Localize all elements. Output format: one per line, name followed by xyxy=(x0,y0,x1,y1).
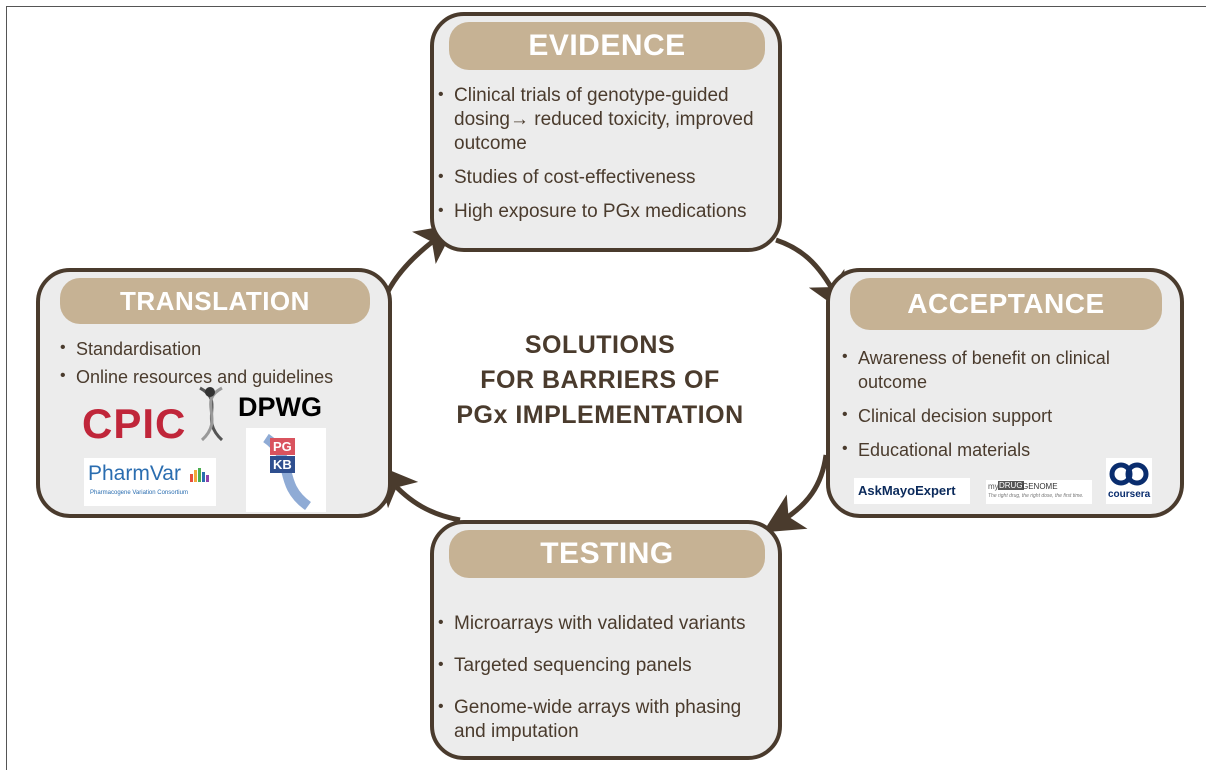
pgkb-top-text: PG xyxy=(270,438,295,455)
acceptance-item: Clinical decision support xyxy=(842,403,1178,428)
arrow-acceptance-to-testing xyxy=(762,454,829,533)
evidence-item: High exposure to PGx medications xyxy=(438,199,778,224)
evidence-list: Clinical trials of genotype-guided dosin… xyxy=(438,83,778,234)
pharmvar-subtitle: Pharmacogene Variation Consortium xyxy=(90,490,188,496)
arrow-translation-to-evidence xyxy=(381,224,457,301)
evidence-title: EVIDENCE xyxy=(449,22,765,70)
center-title-line2: FOR BARRIERS OF xyxy=(480,366,720,394)
translation-box: TRANSLATION Standardisation Online resou… xyxy=(36,268,392,518)
mydruggenome-tagline: The right drug, the right dose, the firs… xyxy=(988,493,1084,499)
testing-item: Targeted sequencing panels xyxy=(438,653,778,678)
pharmvar-logo: PharmVar Pharmacogene Variation Consorti… xyxy=(84,458,216,506)
evidence-box: EVIDENCE Clinical trials of genotype-gui… xyxy=(430,12,782,252)
cpic-logo-text: CPIC xyxy=(82,400,187,447)
mydruggenome-drug: DRUG xyxy=(998,481,1024,490)
testing-box: TESTING Microarrays with validated varia… xyxy=(430,520,782,760)
figure-frame xyxy=(6,6,1206,770)
testing-title: TESTING xyxy=(449,530,765,578)
testing-item: Microarrays with validated variants xyxy=(438,611,778,636)
translation-item: Standardisation xyxy=(60,337,390,360)
translation-title: TRANSLATION xyxy=(60,278,370,324)
coursera-icon xyxy=(1109,462,1149,486)
dpwg-logo: DPWG xyxy=(238,392,322,422)
arrow-evidence-to-acceptance xyxy=(775,237,846,314)
acceptance-title: ACCEPTANCE xyxy=(850,278,1162,330)
evidence-item: Clinical trials of genotype-guided dosin… xyxy=(438,83,778,156)
pgkb-bottom-text: KB xyxy=(270,456,295,473)
acceptance-list: Awareness of benefit on clinical outcome… xyxy=(842,345,1178,472)
center-title-line3: PGx IMPLEMENTATION xyxy=(456,401,744,429)
acceptance-item: Educational materials xyxy=(842,437,1178,462)
mydruggenome-genome: GENOME xyxy=(1022,482,1058,491)
testing-list: Microarrays with validated variants Targ… xyxy=(438,611,778,754)
testing-item: Genome-wide arrays with phasing and impu… xyxy=(438,695,778,744)
mydruggenome-my: my xyxy=(988,482,999,491)
arrow-testing-to-translation xyxy=(376,464,461,523)
acceptance-item: Awareness of benefit on clinical outcome xyxy=(842,345,1178,394)
pgkb-logo: PG KB xyxy=(246,428,326,512)
evidence-item: Studies of cost-effectiveness xyxy=(438,165,778,190)
center-title-line1: SOLUTIONS xyxy=(524,331,676,359)
translation-item: Online resources and guidelines xyxy=(60,365,390,388)
askmayoexpert-logo-text: AskMayoExpert xyxy=(858,483,956,498)
translation-list: Standardisation Online resources and gui… xyxy=(60,337,390,398)
dna-helix-icon xyxy=(199,386,224,442)
pharmvar-logo-text: PharmVar xyxy=(88,462,181,485)
coursera-logo: coursera xyxy=(1106,458,1152,504)
pharmvar-bars-icon xyxy=(190,468,209,482)
center-title: SOLUTIONS FOR BARRIERS OF PGx IMPLEMENTA… xyxy=(410,328,790,433)
acceptance-box: ACCEPTANCE Awareness of benefit on clini… xyxy=(826,268,1184,518)
coursera-logo-text: coursera xyxy=(1108,489,1151,500)
askmayoexpert-logo: AskMayoExpert xyxy=(854,478,970,504)
cpic-logo: CPIC xyxy=(82,386,224,452)
mydruggenome-logo: my DRUG GENOME The right drug, the right… xyxy=(986,480,1092,504)
